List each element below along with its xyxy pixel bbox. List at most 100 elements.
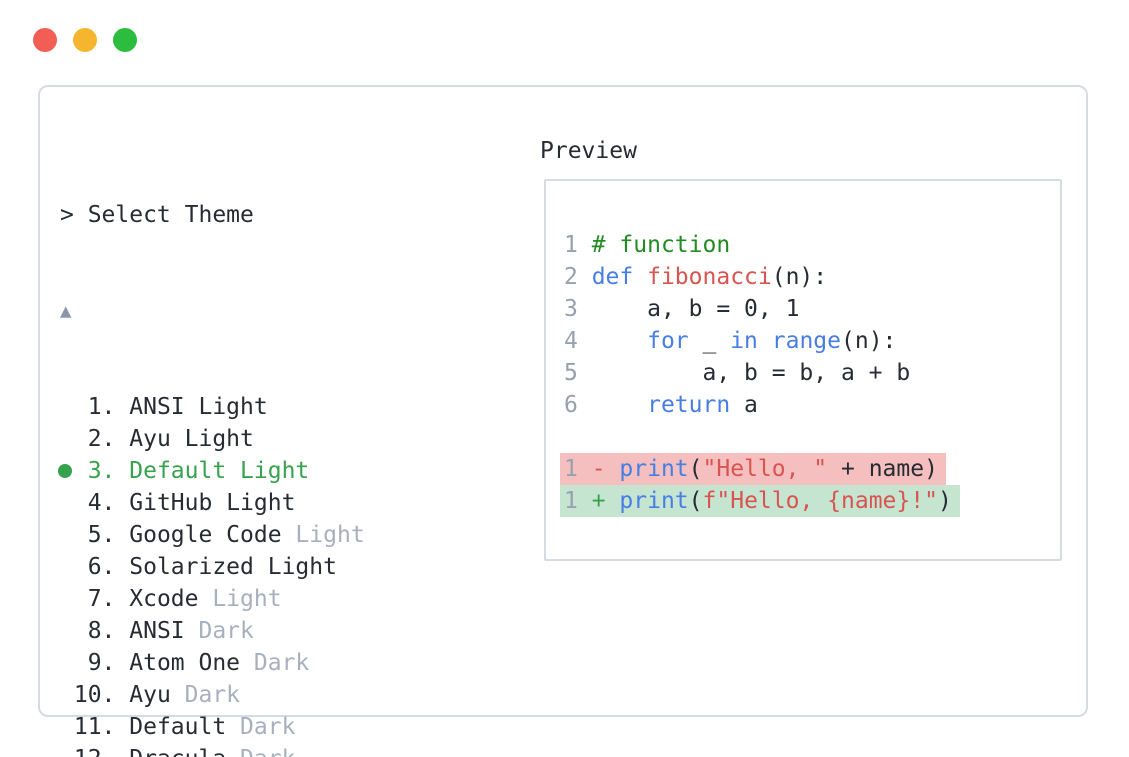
- theme-item-variant: Dark: [184, 618, 254, 644]
- code-token: print: [619, 488, 689, 514]
- theme-item-variant: Dark: [240, 650, 310, 676]
- theme-item-number: 2.: [60, 426, 130, 452]
- code-line-content: 4 for _ in range(n):: [564, 328, 896, 354]
- theme-item-number: 4.: [60, 490, 130, 516]
- theme-list: 1. ANSI Light 2. Ayu Light 3. Default Li…: [58, 391, 877, 757]
- theme-list-item[interactable]: 8. ANSI Dark: [60, 615, 877, 647]
- theme-item-name: Ayu: [129, 682, 171, 708]
- code-line: 2 def fibonacci(n):: [564, 261, 1054, 293]
- theme-selector-column: > Select Theme ▲ 1. ANSI Light 2. Ayu Li…: [58, 135, 877, 757]
- code-line-content: 1 # function: [564, 232, 730, 258]
- theme-item-variant: Dark: [226, 714, 296, 740]
- theme-item-variant: Light: [226, 458, 310, 484]
- code-line: 5 a, b = b, a + b: [564, 357, 1054, 389]
- code-line: 1 - print("Hello, " + name): [560, 453, 1054, 485]
- line-number: 2: [564, 264, 592, 290]
- line-number: 6: [564, 392, 592, 418]
- line-number: 1: [564, 488, 592, 514]
- theme-item-variant: Light: [170, 426, 254, 452]
- code-token: fibonacci: [647, 264, 772, 290]
- theme-item-number: 7.: [60, 586, 130, 612]
- code-token: (n):: [771, 264, 828, 290]
- code-line: 1 # function: [564, 229, 1054, 261]
- code-token: [606, 488, 620, 514]
- code-line-content: 2 def fibonacci(n):: [564, 264, 827, 290]
- code-token: # function: [591, 232, 731, 258]
- theme-item-number: 6.: [60, 554, 130, 580]
- code-line: 6 return a: [564, 389, 1054, 421]
- theme-item-variant: Dark: [226, 746, 295, 757]
- code-token: (: [688, 456, 703, 482]
- scroll-up-icon[interactable]: ▲: [60, 300, 72, 322]
- line-number: 1: [564, 456, 592, 482]
- code-token: [758, 328, 772, 354]
- theme-item-name: GitHub: [129, 490, 213, 516]
- code-line: 4 for _ in range(n):: [564, 325, 1054, 357]
- code-token: return: [647, 392, 731, 418]
- code-line-content: 6 return a: [564, 392, 758, 418]
- theme-item-number: 3.: [60, 458, 130, 484]
- preview-label: Preview: [540, 138, 637, 164]
- code-token: [633, 264, 647, 290]
- line-number: 4: [564, 328, 592, 354]
- theme-item-name: Atom One: [129, 650, 241, 676]
- code-token: print: [619, 456, 689, 482]
- theme-item-name: Xcode: [129, 586, 199, 612]
- window-controls: [33, 28, 137, 52]
- theme-list-item[interactable]: 12. Dracula Dark: [60, 743, 877, 757]
- line-number: 1: [564, 232, 592, 258]
- diff-line-del: 1 - print("Hello, " + name): [560, 453, 946, 485]
- theme-item-name: Default: [129, 458, 227, 484]
- theme-item-variant: Dark: [170, 682, 241, 708]
- code-token: [592, 328, 647, 354]
- code-token: a: [730, 392, 758, 418]
- theme-list-item[interactable]: 2. Ayu Light: [60, 423, 877, 455]
- theme-item-name: Dracula: [129, 746, 226, 757]
- code-token: (n):: [841, 328, 897, 354]
- theme-item-name: Default: [129, 714, 227, 740]
- theme-list-item[interactable]: 4. GitHub Light: [60, 487, 877, 519]
- close-button[interactable]: [33, 28, 57, 52]
- code-token: +: [591, 488, 606, 514]
- code-line: 3 a, b = 0, 1: [564, 293, 1054, 325]
- code-token: range: [771, 328, 841, 354]
- theme-item-variant: Light: [212, 490, 296, 516]
- theme-list-item[interactable]: 1. ANSI Light: [60, 391, 877, 423]
- theme-list-item[interactable]: 11. Default Dark: [60, 711, 877, 743]
- maximize-button[interactable]: [113, 28, 137, 52]
- code-token: f"Hello, {name}!": [702, 488, 938, 514]
- theme-item-number: 5.: [60, 522, 130, 548]
- code-token: (: [688, 488, 703, 514]
- theme-item-number: 9.: [60, 650, 130, 676]
- theme-list-item[interactable]: 7. Xcode Light: [60, 583, 877, 615]
- minimize-button[interactable]: [73, 28, 97, 52]
- theme-list-item[interactable]: 3. Default Light: [58, 455, 877, 487]
- theme-list-item[interactable]: 6. Solarized Light: [60, 551, 877, 583]
- theme-item-number: 1.: [60, 394, 130, 420]
- code-token: [606, 456, 620, 482]
- theme-item-variant: Light: [281, 522, 365, 548]
- line-number: 5: [564, 360, 592, 386]
- theme-item-variant: Light: [253, 554, 337, 580]
- code-token: "Hello, ": [702, 456, 828, 482]
- code-token: ): [937, 488, 952, 514]
- code-token: -: [591, 456, 606, 482]
- theme-list-item[interactable]: 10. Ayu Dark: [60, 679, 877, 711]
- code-line-content: 5 a, b = b, a + b: [564, 360, 910, 386]
- theme-item-name: ANSI: [129, 618, 185, 644]
- code-line: [564, 421, 1054, 453]
- theme-item-variant: Light: [198, 586, 282, 612]
- code-token: a, b = b, a + b: [591, 360, 911, 386]
- line-number: 3: [564, 296, 592, 322]
- code-token: for: [647, 328, 689, 354]
- code-token: a, b = 0, 1: [591, 296, 800, 322]
- code-token: _: [688, 328, 731, 354]
- theme-list-item[interactable]: 5. Google Code Light: [60, 519, 877, 551]
- theme-item-number: 11.: [60, 714, 130, 740]
- code-token: def: [591, 264, 634, 290]
- theme-item-name: Google Code: [129, 522, 282, 548]
- code-token: [592, 392, 647, 418]
- theme-list-item[interactable]: 9. Atom One Dark: [60, 647, 877, 679]
- theme-item-name: ANSI: [129, 394, 185, 420]
